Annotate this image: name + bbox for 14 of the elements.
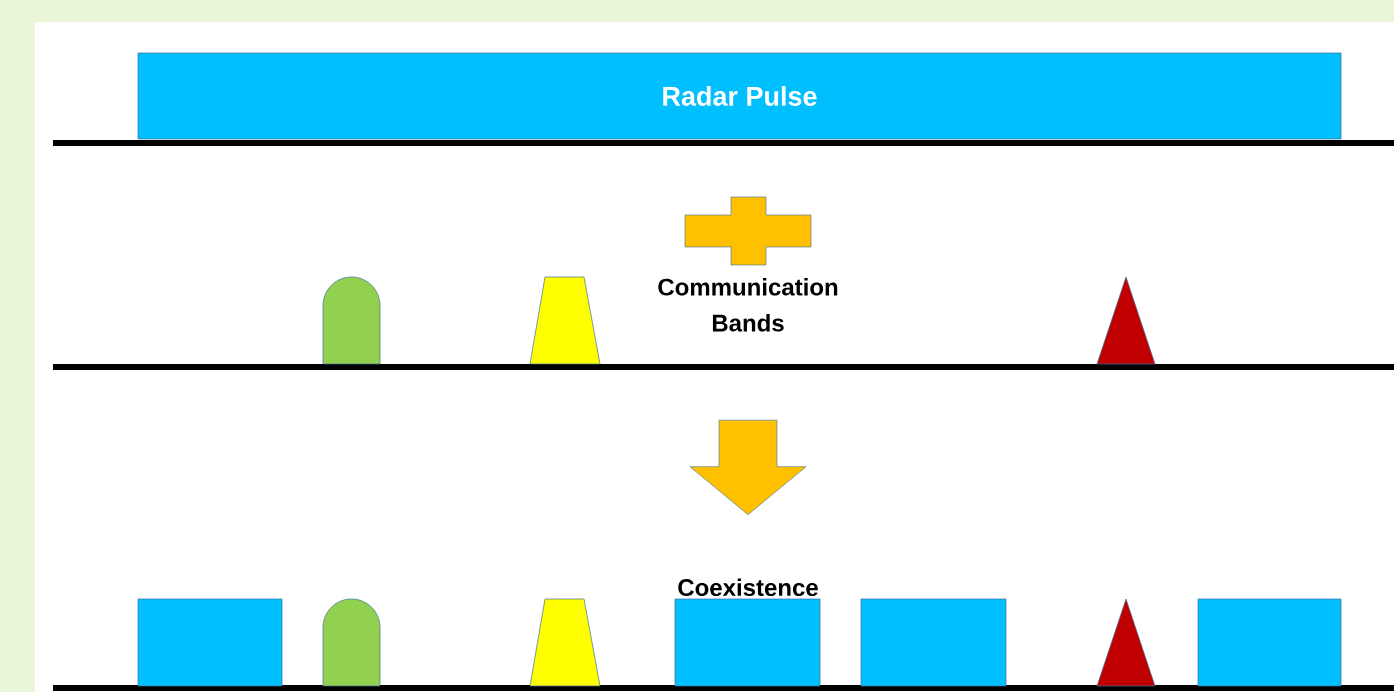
triangle-shape (1096, 598, 1156, 687)
band-label: Communication Bands (658, 278, 838, 332)
trapezoid-shape (529, 276, 601, 365)
pulse-block (674, 598, 821, 687)
triangle-shape (1096, 276, 1156, 365)
arch-shape (322, 598, 381, 687)
trapezoid-shape (529, 598, 601, 687)
title-bar: Radar Pulse (137, 52, 1342, 140)
block-arrow (689, 419, 807, 515)
arch-shape (322, 276, 381, 365)
pulse-block (137, 598, 283, 687)
band-label: Coexistence (678, 578, 818, 597)
pulse-block (860, 598, 1007, 687)
pulse-block (1197, 598, 1342, 687)
